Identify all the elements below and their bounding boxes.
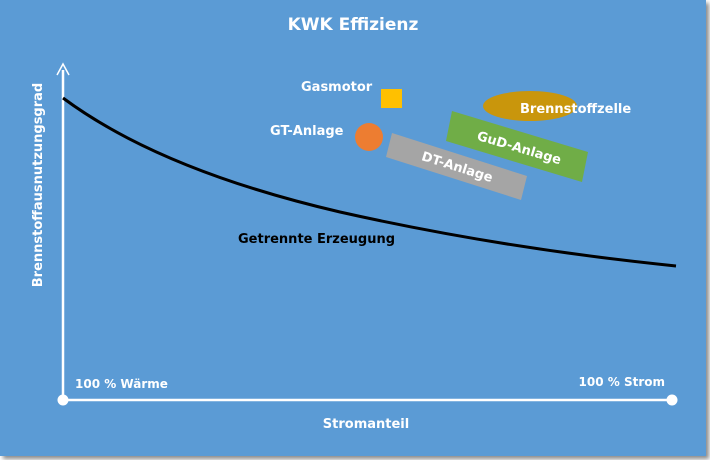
x-axis-end-dot: [666, 394, 678, 406]
y-axis-label: Brennstoffausnutzungsgrad: [31, 83, 46, 287]
x-axis-left-end-label: 100 % Wärme: [75, 377, 168, 391]
y-axis-arrow-icon: [56, 62, 70, 76]
x-axis-label: Stromanteil: [323, 417, 409, 432]
gt-anlage-circle: [355, 123, 383, 151]
brennstoffzelle-ellipse: [483, 91, 577, 121]
gasmotor-label: Gasmotor: [301, 80, 373, 95]
x-axis-start-dot: [57, 394, 69, 406]
brennstoffzelle-label: Brennstoffzelle: [520, 102, 631, 117]
separate-generation-curve: [62, 96, 677, 268]
separate-generation-label: Getrennte Erzeugung: [238, 232, 395, 247]
gud-anlage-band: [446, 111, 588, 182]
diagram-title: KWK Effizienz: [288, 15, 419, 35]
gt-anlage-label: GT-Anlage: [270, 124, 344, 139]
x-axis-right-end-label: 100 % Strom: [579, 375, 665, 389]
dt-anlage-band: [386, 133, 527, 200]
gasmotor-square: [381, 89, 402, 108]
